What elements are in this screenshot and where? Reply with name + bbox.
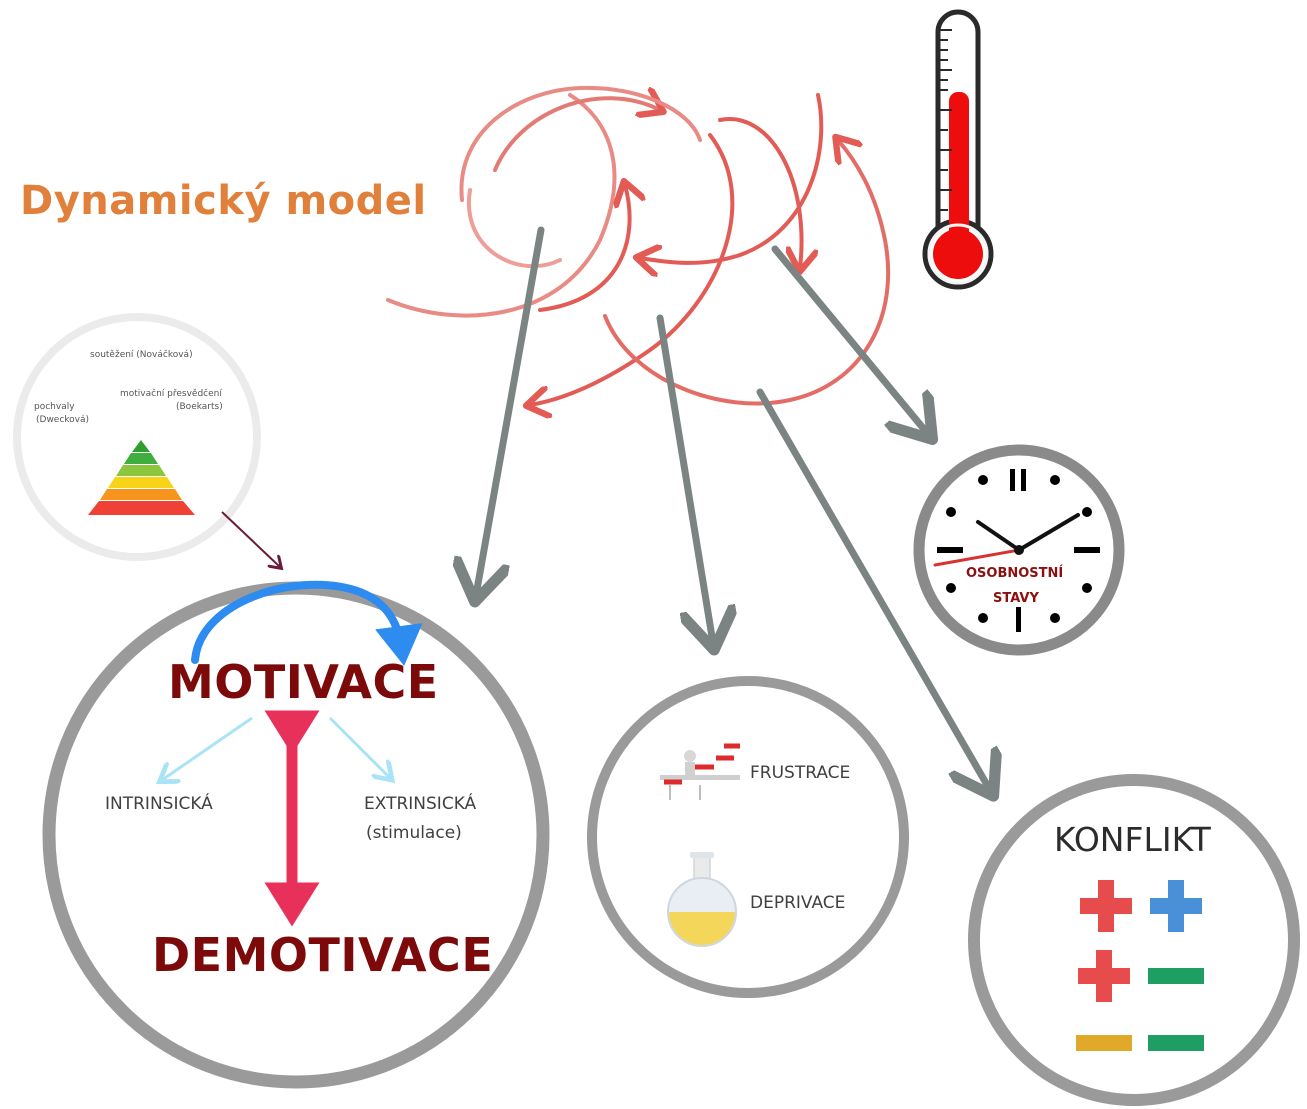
- theories-circle: [13, 313, 280, 567]
- flask-icon: [667, 852, 737, 947]
- beliefs-author-label: (Boekarts): [176, 402, 223, 412]
- blue-cycle-arrow: [191, 580, 423, 666]
- frustration-label: FRUSTRACE: [750, 763, 851, 783]
- minus-yellow-icon: [1076, 1035, 1132, 1051]
- motivation-circle: [42, 580, 550, 1089]
- swirl-arrows: [386, 85, 891, 405]
- minus-green-icon: [1148, 968, 1204, 984]
- frustration-circle: [587, 676, 909, 998]
- extrinsic-note: (stimulace): [366, 823, 462, 843]
- praise-label: pochvaly: [34, 402, 75, 412]
- beliefs-label: motivační přesvědčení: [120, 389, 222, 399]
- arrow-to-clock: [771, 245, 928, 434]
- arrow-to-conflict: [756, 388, 990, 790]
- conflict-circle: [968, 774, 1300, 1106]
- thermometer-icon: [922, 9, 994, 290]
- competition-label: soutěžení (Nováčková): [90, 350, 193, 360]
- clock-icon: [913, 444, 1125, 656]
- arrow-to-frustration: [656, 314, 713, 643]
- intrinsic-label: INTRINSICKÁ: [105, 794, 213, 814]
- demotivation-label: DEMOTIVACE: [152, 928, 494, 982]
- arrow-to-motivation: [476, 226, 545, 595]
- extrinsic-label: EXTRINSICKÁ: [364, 794, 477, 814]
- connector-arrows: [476, 226, 990, 790]
- plus-red-icon-2: [1078, 950, 1130, 1002]
- motivation-label: MOTIVACE: [168, 655, 439, 709]
- plus-red-icon: [1080, 880, 1132, 932]
- praise-author-label: (Dwecková): [36, 415, 90, 425]
- clock-label-line2: STAVY: [993, 591, 1039, 606]
- maslow-pyramid-icon: [88, 440, 195, 515]
- plus-blue-icon: [1150, 880, 1202, 932]
- minus-green-icon-2: [1148, 1035, 1204, 1051]
- diagram-title: Dynamický model: [20, 178, 427, 224]
- clock-label-line1: OSOBNOSTNÍ: [966, 566, 1064, 581]
- conflict-label: KONFLIKT: [1054, 820, 1211, 859]
- hurdles-icon: [660, 743, 740, 800]
- deprivation-label: DEPRIVACE: [750, 893, 846, 913]
